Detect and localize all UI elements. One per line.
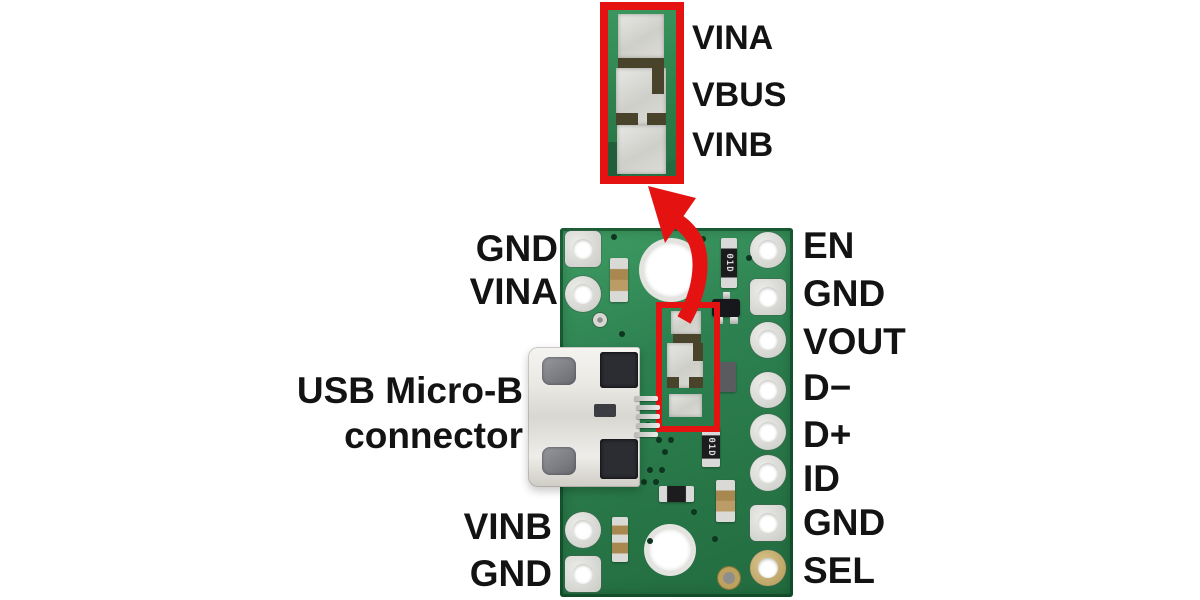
usb-mount-tab [542, 357, 576, 385]
pin-label-en: EN [803, 225, 855, 266]
inset-slot-right [652, 68, 664, 94]
pin-label-gnd-top-left: GND [475, 228, 558, 269]
jumper-gap [673, 334, 701, 343]
connector-label: USB Micro-B connector [297, 368, 523, 458]
pad-id [750, 455, 786, 491]
usb-pin [636, 405, 660, 410]
via [691, 509, 697, 515]
transistor-leg [730, 317, 738, 324]
pad-vinb-left [565, 512, 601, 548]
via [619, 331, 625, 337]
usb-shell-opening [600, 439, 638, 479]
via [611, 234, 617, 240]
pad-gnd-right-top [750, 279, 786, 315]
usb-shell-opening [600, 352, 638, 388]
via [746, 255, 752, 261]
pin-label-vinb: VINB [463, 506, 552, 547]
usb-slot [594, 404, 616, 417]
usb-mount-tab [542, 447, 576, 475]
pin-label-d-plus: D+ [803, 414, 852, 455]
inset-pad-vinb [617, 125, 666, 174]
capacitor [612, 517, 628, 562]
via [659, 467, 665, 473]
usb-pin [634, 432, 658, 437]
pin-label-gnd-right-bottom: GND [803, 502, 886, 543]
resistor: 01D [721, 238, 737, 288]
pin-label-id: ID [803, 458, 840, 499]
via [647, 467, 653, 473]
pad-vout [750, 322, 786, 358]
pin-label-vout: VOUT [803, 321, 906, 362]
pin-label-gnd-right-top: GND [803, 273, 886, 314]
inset-gap [618, 58, 664, 68]
via [700, 236, 706, 242]
resistor [659, 486, 694, 502]
inset-pad-vina [618, 14, 664, 58]
mounting-hole-top [644, 243, 698, 297]
via [712, 536, 718, 542]
inset-label-vinb: VINB [692, 126, 774, 164]
jumper-notch [689, 377, 703, 388]
usb-pin [634, 396, 658, 401]
transistor-leg [723, 292, 730, 299]
via [668, 437, 674, 443]
jumper-slot [693, 343, 703, 361]
resistor: 01D [702, 427, 720, 467]
pad-sel [750, 550, 786, 586]
callout-box-inset [600, 2, 684, 184]
pad-gnd-top-left [565, 231, 601, 267]
pin-label-gnd-bottom-left: GND [469, 553, 552, 594]
capacitor [716, 480, 735, 522]
pad-gnd-right-bottom [750, 505, 786, 541]
jumper-pad-vinb [669, 394, 702, 417]
pin-label-sel: SEL [803, 550, 875, 591]
connector-label-line1: USB Micro-B [296, 370, 523, 411]
chip-component [717, 362, 736, 392]
pin-label-d-minus: D− [803, 367, 852, 408]
mounting-hole-bottom [649, 529, 691, 571]
via [641, 479, 647, 485]
pin-label-vina: VINA [469, 271, 558, 312]
pad-d-minus [750, 372, 786, 408]
inset-label-vbus: VBUS [692, 76, 787, 114]
jumper-notch [667, 377, 679, 388]
via [656, 437, 662, 443]
via [662, 449, 668, 455]
pad-en [750, 232, 786, 268]
plated-via [593, 313, 607, 327]
callout-box-board [656, 302, 720, 432]
inset-label-vina: VINA [692, 19, 774, 57]
via [647, 538, 653, 544]
gold-pad [718, 567, 740, 589]
pad-d-plus [750, 414, 786, 450]
resistor-marking: 01D [724, 253, 734, 273]
connector-label-line2: connector [344, 415, 523, 456]
capacitor [610, 258, 628, 302]
resistor-marking: 01D [706, 437, 716, 457]
inset-notch [616, 113, 638, 125]
via [653, 479, 659, 485]
inset-notch [647, 113, 666, 125]
usb-micro-b-connector [528, 347, 660, 487]
pad-gnd-bottom-left [565, 556, 601, 592]
pad-vina-left [565, 276, 601, 312]
usb-pin [636, 414, 660, 419]
usb-pin [636, 423, 660, 428]
